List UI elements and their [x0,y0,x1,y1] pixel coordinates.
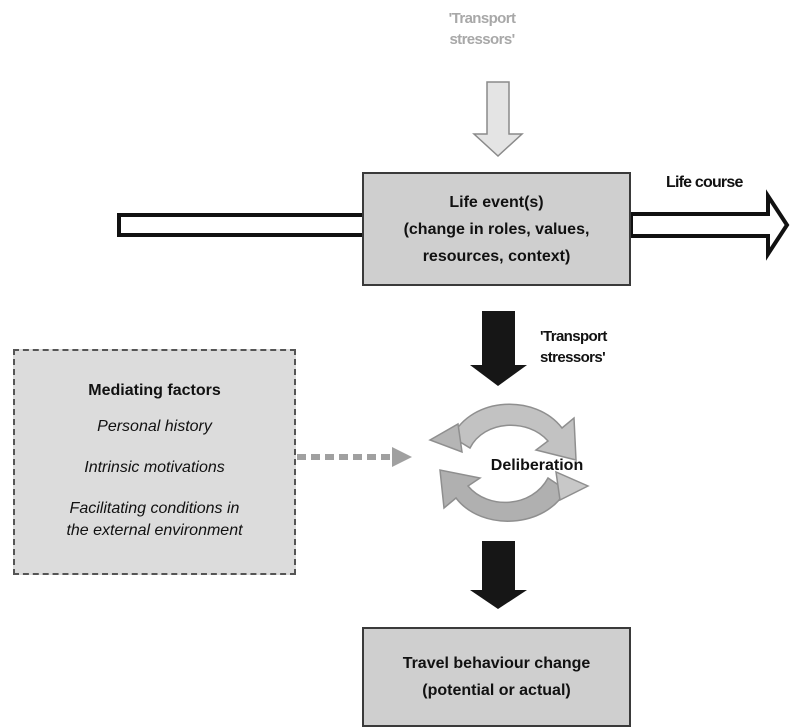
life-event-box: Life event(s) (change in roles, values, … [362,172,631,286]
deliberation-label: Deliberation [490,457,584,474]
mediating-dashed-arrow-head [392,447,412,467]
transport-stressors-label-mid-line-2: stressors' [540,349,606,366]
travel-change-line-1: Travel behaviour change [402,655,591,672]
mediating-item-facilitating-conditions-line-1: Facilitating conditions in [69,500,240,517]
transport-stressor-arrow-mid [470,311,527,386]
mediating-item-personal-history: Personal history [97,416,212,438]
mediating-item-personal-history-line-1: Personal history [97,418,212,435]
deliberation-cycle-icon [420,393,592,531]
deliberation-to-change-arrow [470,541,527,609]
mediating-item-intrinsic-motivations: Intrinsic motivations [84,457,225,479]
transport-stressors-label-mid-line-1: 'Transport [540,328,607,345]
travel-behaviour-change-box: Travel behaviour change (potential or ac… [362,627,631,727]
travel-change-line-2: (potential or actual) [422,682,571,699]
life-course-label: Life course [666,174,743,191]
mediating-item-facilitating-conditions: Facilitating conditions in the external … [66,498,242,542]
life-course-arrow-right [629,189,790,261]
life-event-line-2: (change in roles, values, [403,220,590,238]
transport-stressors-label-top-line-2: stressors' [449,31,515,48]
mediating-factors-title: Mediating factors [88,382,221,399]
transport-stressors-label-mid: 'Transport stressors' [540,326,650,368]
life-course-arrow-left [117,213,366,237]
transport-stressor-arrow-top [472,81,524,158]
mediating-item-intrinsic-motivations-line-1: Intrinsic motivations [84,459,225,476]
mediating-item-facilitating-conditions-line-2: the external environment [66,522,243,539]
mediating-factors-box: Mediating factors Personal history Intri… [13,349,296,575]
life-event-line-1: Life event(s) [449,193,544,211]
life-event-line-3: resources, context) [422,247,571,265]
transport-stressors-label-top-line-1: 'Transport [448,10,516,27]
transport-stressors-label-top: 'Transport stressors' [432,8,532,50]
